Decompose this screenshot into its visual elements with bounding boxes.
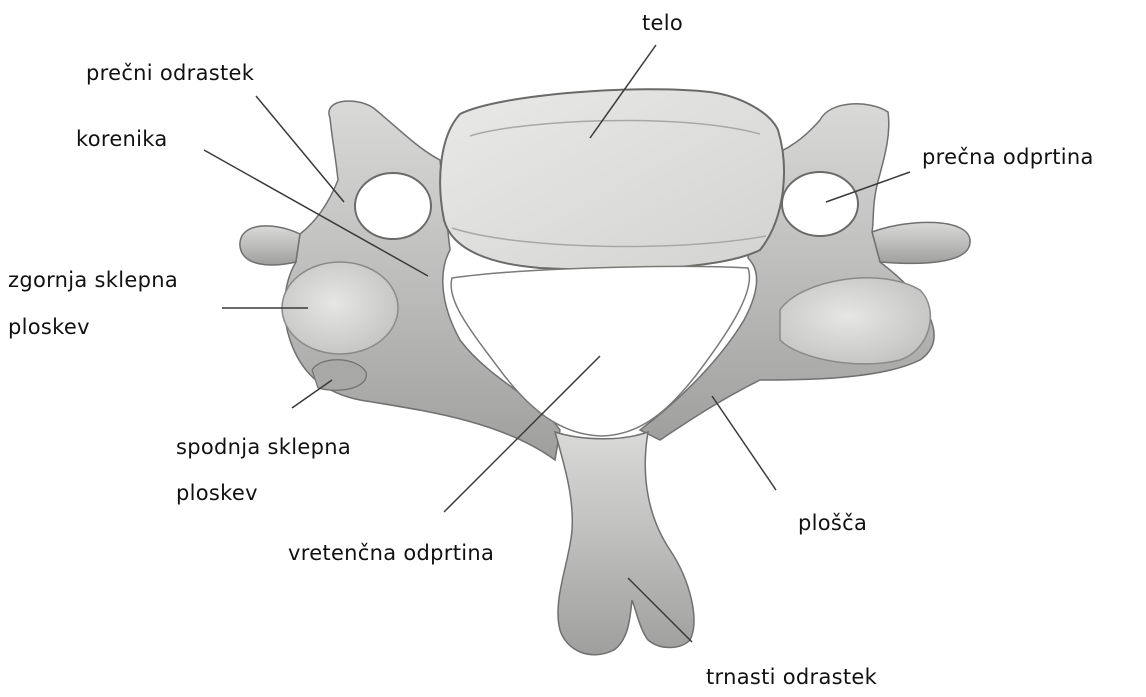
right-transverse-foramen bbox=[782, 172, 858, 236]
left-transverse-foramen bbox=[355, 173, 431, 239]
label-zgornja-line2: ploskev bbox=[8, 312, 90, 342]
right-transverse-tip bbox=[872, 222, 970, 263]
leader-spodnja bbox=[292, 380, 332, 408]
label-spodnja-line1: spodnja sklepna bbox=[176, 432, 351, 462]
label-telo: telo bbox=[642, 8, 683, 38]
label-trnasti-odrastek: trnasti odrastek bbox=[706, 662, 877, 692]
label-zgornja-line1: zgornja sklepna bbox=[8, 265, 178, 295]
label-precni-odrastek: prečni odrastek bbox=[86, 58, 254, 88]
bone-shape bbox=[240, 89, 970, 655]
label-spodnja-line2: ploskev bbox=[176, 478, 258, 508]
spinous-process bbox=[555, 432, 694, 655]
leader-plosca bbox=[712, 396, 776, 490]
left-inferior-facet bbox=[312, 360, 366, 391]
vertebral-body bbox=[440, 89, 784, 269]
label-precna-odprtina: prečna odprtina bbox=[922, 142, 1094, 172]
label-korenika: korenika bbox=[76, 124, 168, 154]
label-vretencna-odprtina: vretenčna odprtina bbox=[288, 538, 494, 568]
left-transverse-tip bbox=[240, 226, 300, 265]
label-plosca: plošča bbox=[798, 508, 867, 538]
